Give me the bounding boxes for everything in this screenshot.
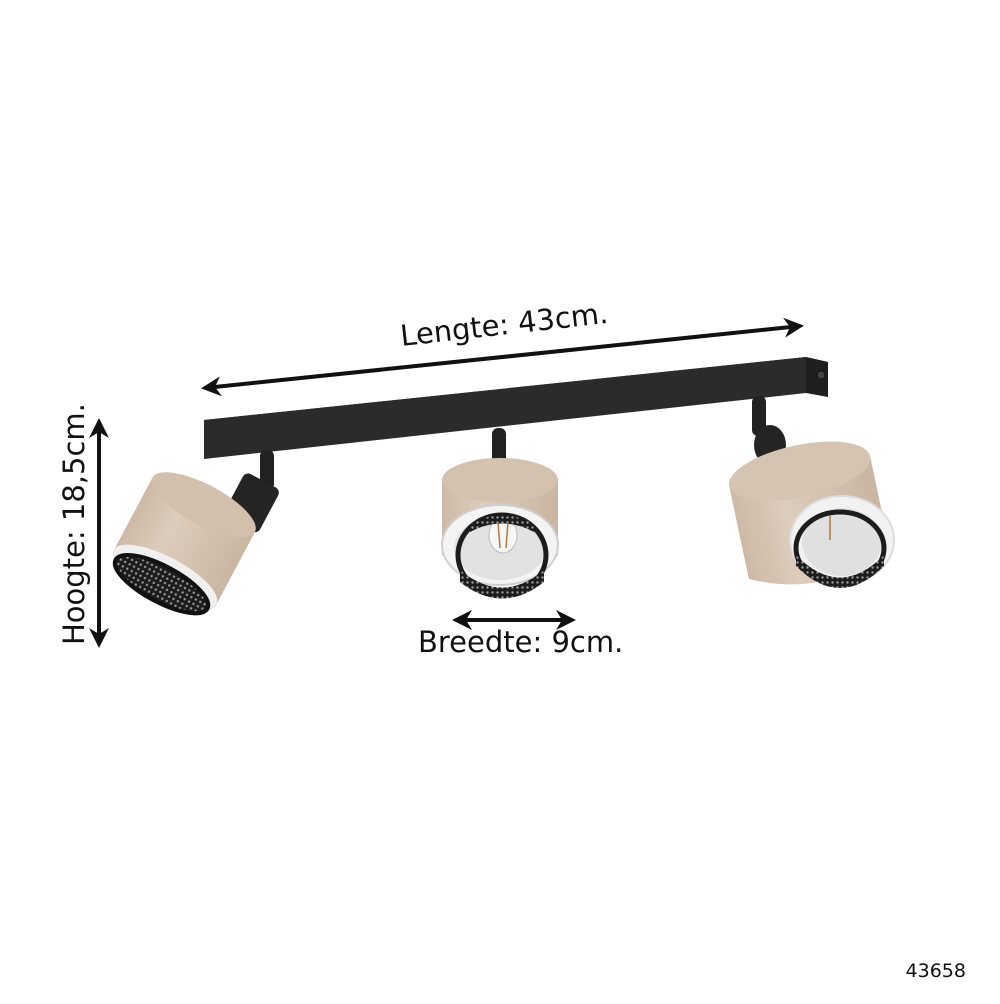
length-arrow <box>201 317 804 397</box>
height-label: Hoogte: 18,5cm. <box>57 403 91 645</box>
width-label: Breedte: 9cm. <box>418 625 624 659</box>
ceiling-bar <box>204 357 828 459</box>
product-code: 43658 <box>905 960 966 982</box>
spot-left <box>112 450 279 616</box>
spot-middle <box>441 428 559 599</box>
spot-right <box>728 396 895 588</box>
